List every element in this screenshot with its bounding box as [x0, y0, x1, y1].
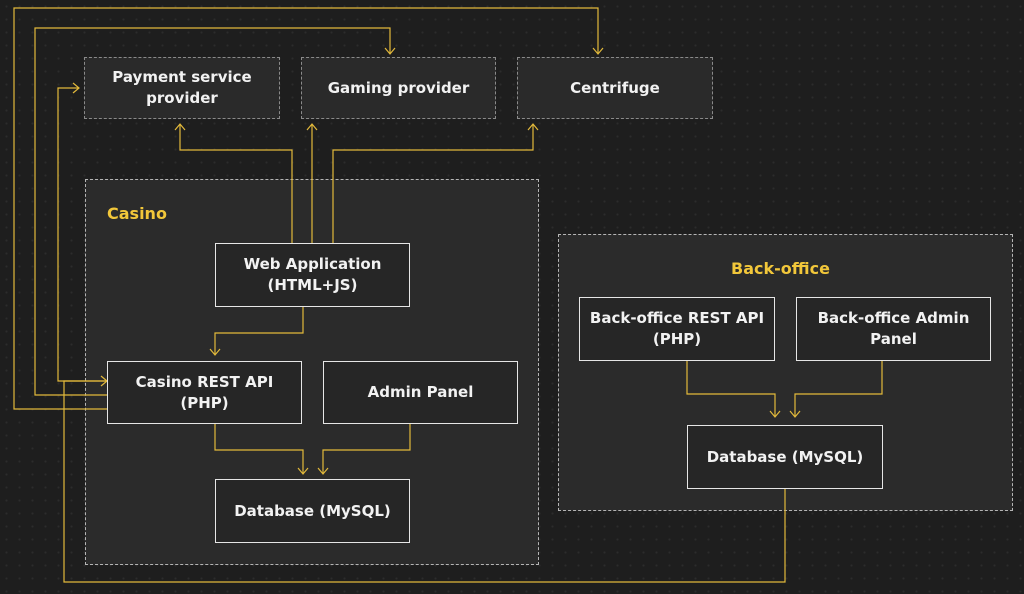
- backoffice-database-node: Database (MySQL): [687, 425, 883, 489]
- backoffice-database-label: Database (MySQL): [706, 447, 864, 466]
- gaming-provider-node: Gaming provider: [301, 57, 496, 119]
- centrifuge-label: Centrifuge: [570, 78, 660, 97]
- arrowhead-gaming-top: [384, 47, 396, 55]
- connector-webapp-to-centrifuge: [332, 124, 534, 243]
- casino-database-label: Database (MySQL): [234, 501, 391, 520]
- backoffice-admin-panel-label: Back-office Admin Panel: [817, 309, 970, 348]
- arrowhead-payment: [174, 123, 186, 131]
- connector-restapi-to-gaming: [34, 27, 391, 396]
- arrowhead-bo-db-right: [789, 410, 801, 418]
- casino-rest-api-label: Casino REST API (PHP): [135, 372, 274, 412]
- connector-restapi-to-payment: [57, 87, 107, 382]
- backoffice-admin-panel-node: Back-office Admin Panel: [796, 297, 991, 361]
- arrowhead-centrifuge: [527, 123, 539, 131]
- connector-backoffice-db-to-restapi: [63, 380, 786, 583]
- connector-restapi-to-centrifuge: [13, 7, 599, 410]
- arrowhead-bo-db-left: [769, 410, 781, 418]
- casino-database-node: Database (MySQL): [215, 479, 410, 543]
- connector-bo-admin-to-db: [794, 361, 883, 417]
- arrowhead-restapi-top: [209, 348, 221, 356]
- connector-webapp-to-payment: [179, 124, 293, 243]
- arrowhead-payment-left: [72, 82, 80, 94]
- connector-restapi-to-db: [214, 424, 304, 474]
- connector-webapp-to-restapi: [214, 307, 304, 355]
- arrowhead-db-left: [297, 467, 309, 475]
- backoffice-group-title: Back-office: [731, 259, 830, 278]
- arrowhead-centrifuge-top: [592, 47, 604, 55]
- web-application-label: Web Application (HTML+JS): [243, 255, 382, 294]
- backoffice-rest-api-node: Back-office REST API (PHP): [579, 297, 775, 361]
- backoffice-rest-api-label: Back-office REST API (PHP): [589, 309, 765, 348]
- admin-panel-label: Admin Panel: [367, 383, 474, 401]
- gaming-provider-label: Gaming provider: [327, 78, 470, 97]
- web-application-node: Web Application (HTML+JS): [215, 243, 410, 307]
- payment-service-provider-node: Payment service provider: [84, 57, 280, 119]
- centrifuge-node: Centrifuge: [517, 57, 713, 119]
- arrowhead-gaming: [306, 123, 318, 131]
- arrowhead-db-right: [317, 467, 329, 475]
- connector-admin-to-db: [322, 424, 411, 474]
- casino-group-title: Casino: [107, 204, 167, 223]
- casino-rest-api-node: Casino REST API (PHP): [107, 361, 302, 424]
- payment-service-provider-label: Payment service provider: [112, 68, 252, 107]
- connector-bo-restapi-to-db: [686, 361, 776, 417]
- admin-panel-node: Admin Panel: [323, 361, 518, 424]
